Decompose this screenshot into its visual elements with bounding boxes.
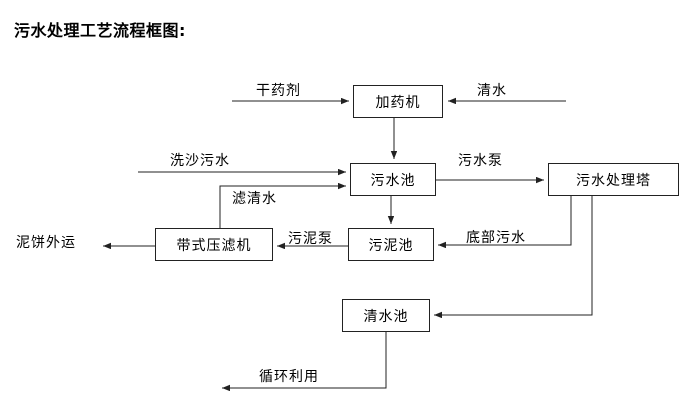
edge-label-filtered-water: 滤清水 bbox=[232, 191, 277, 207]
node-label: 污泥池 bbox=[368, 237, 414, 254]
node-label: 加药机 bbox=[375, 94, 421, 111]
edge-tower-to-clean-water-pool bbox=[434, 196, 593, 319]
node-belt-filter-press[interactable]: 带式压滤机 bbox=[155, 228, 273, 261]
node-dosing-machine[interactable]: 加药机 bbox=[353, 85, 443, 118]
edge-label-mud-cake-transport: 泥饼外运 bbox=[16, 235, 76, 251]
edge-label-dry-agent: 干药剂 bbox=[256, 83, 301, 99]
node-sludge-pool[interactable]: 污泥池 bbox=[348, 228, 434, 261]
edge-label-clean-water-in: 清水 bbox=[477, 83, 507, 99]
node-label: 污水处理塔 bbox=[576, 172, 651, 189]
node-treatment-tower[interactable]: 污水处理塔 bbox=[548, 163, 679, 196]
edge-bottom-sewage-to-sludge-pool bbox=[438, 196, 572, 249]
edge-filtered-water-to-sewage-pool bbox=[219, 182, 346, 228]
node-label: 污水池 bbox=[370, 172, 416, 189]
edge-label-sand-wash-sewage: 洗沙污水 bbox=[170, 153, 230, 169]
edge-label-recycle-reuse: 循环利用 bbox=[259, 369, 319, 385]
node-sewage-pool[interactable]: 污水池 bbox=[350, 163, 436, 196]
edge-label-sludge-pump: 污泥泵 bbox=[288, 231, 333, 247]
edge-clean-water-pool-recycle bbox=[222, 332, 387, 392]
page-title: 污水处理工艺流程框图: bbox=[14, 21, 186, 40]
node-label: 带式压滤机 bbox=[176, 237, 252, 254]
edge-label-bottom-sewage: 底部污水 bbox=[466, 230, 526, 246]
node-clean-water-pool[interactable]: 清水池 bbox=[342, 299, 430, 332]
node-label: 清水池 bbox=[363, 308, 409, 325]
edge-label-sewage-pump: 污水泵 bbox=[458, 153, 503, 169]
